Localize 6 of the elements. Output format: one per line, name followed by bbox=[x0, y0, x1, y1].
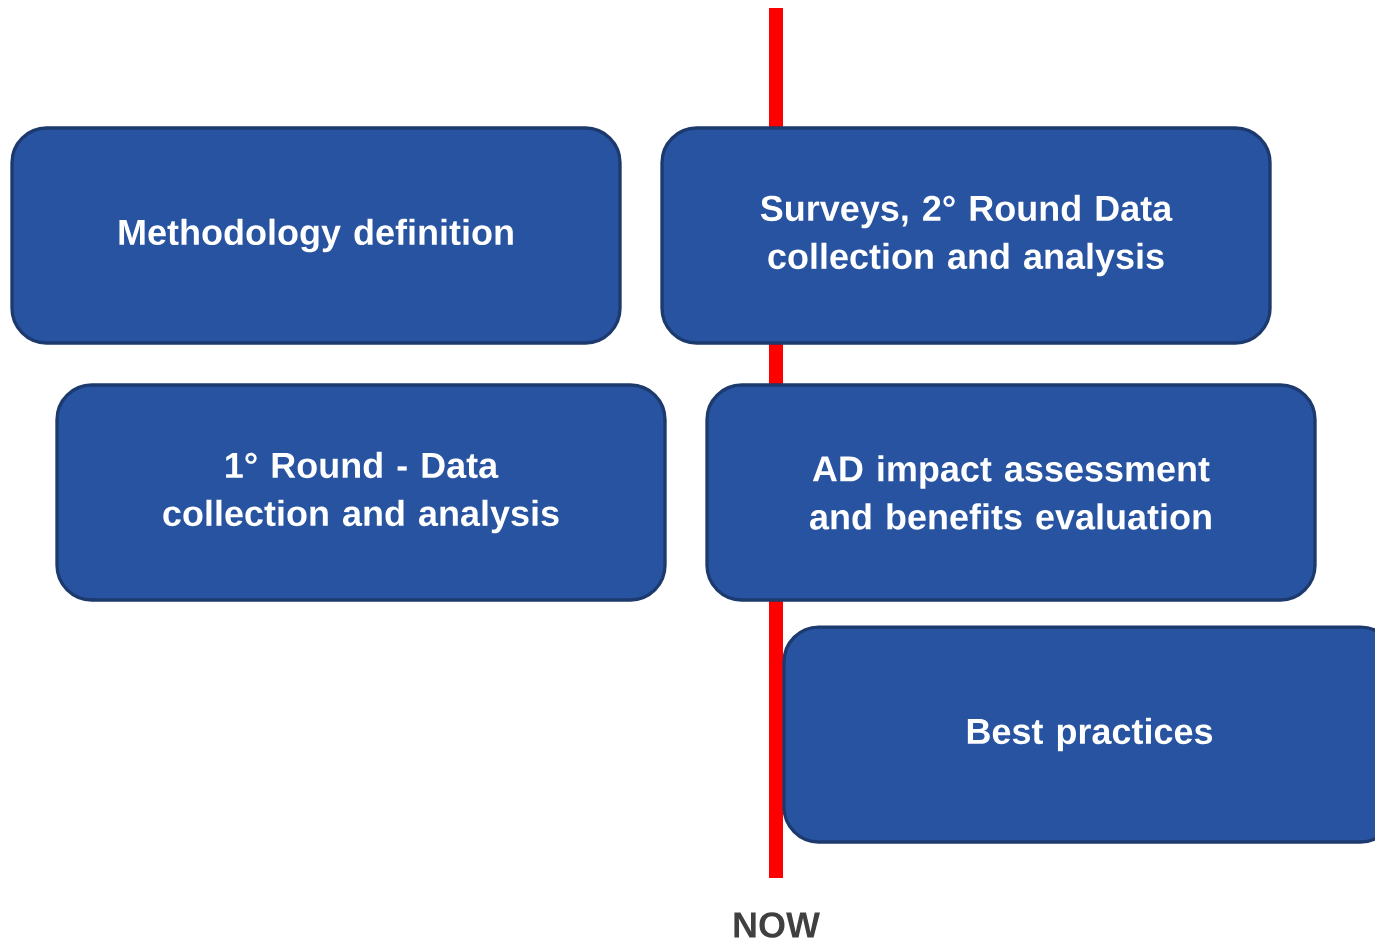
process-box: Methodology definition bbox=[10, 126, 622, 345]
process-box: Best practices bbox=[782, 625, 1375, 844]
process-box: 1° Round - Data collection and analysis bbox=[55, 383, 667, 602]
timeline-label: NOW bbox=[734, 912, 820, 938]
process-box: Surveys, 2° Round Data collection and analysis bbox=[660, 126, 1272, 345]
process-box: AD impact assessment and benefits evaluation bbox=[705, 383, 1317, 602]
